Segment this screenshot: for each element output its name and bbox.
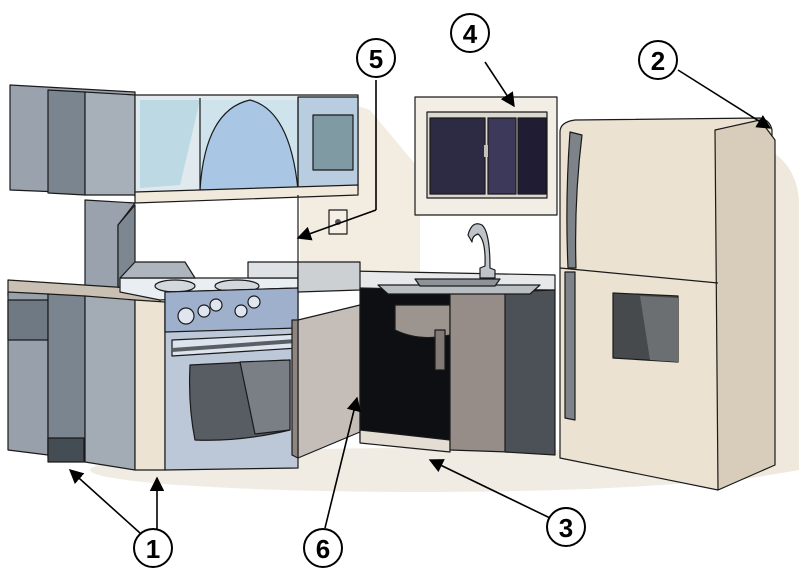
callout-1: 1 — [134, 529, 172, 567]
callout-3: 3 — [547, 508, 585, 546]
callout-6-label: 6 — [316, 534, 330, 564]
callout-5-label: 5 — [369, 44, 383, 74]
callout-3-label: 3 — [559, 513, 573, 543]
callout-6: 6 — [304, 529, 342, 567]
oven — [165, 288, 298, 470]
callout-4-label: 4 — [463, 19, 478, 49]
callout-1-label: 1 — [146, 534, 160, 564]
upper-cabinet — [10, 85, 358, 203]
left-base-cabinet — [8, 280, 165, 470]
window — [415, 97, 557, 215]
cabinet-door-open — [292, 305, 360, 458]
callout-2: 2 — [639, 41, 677, 79]
callout-2-label: 2 — [651, 46, 665, 76]
refrigerator — [560, 118, 775, 490]
callout-4: 4 — [451, 14, 489, 52]
callout-5: 5 — [357, 39, 395, 77]
sink-cabinet — [360, 288, 555, 455]
